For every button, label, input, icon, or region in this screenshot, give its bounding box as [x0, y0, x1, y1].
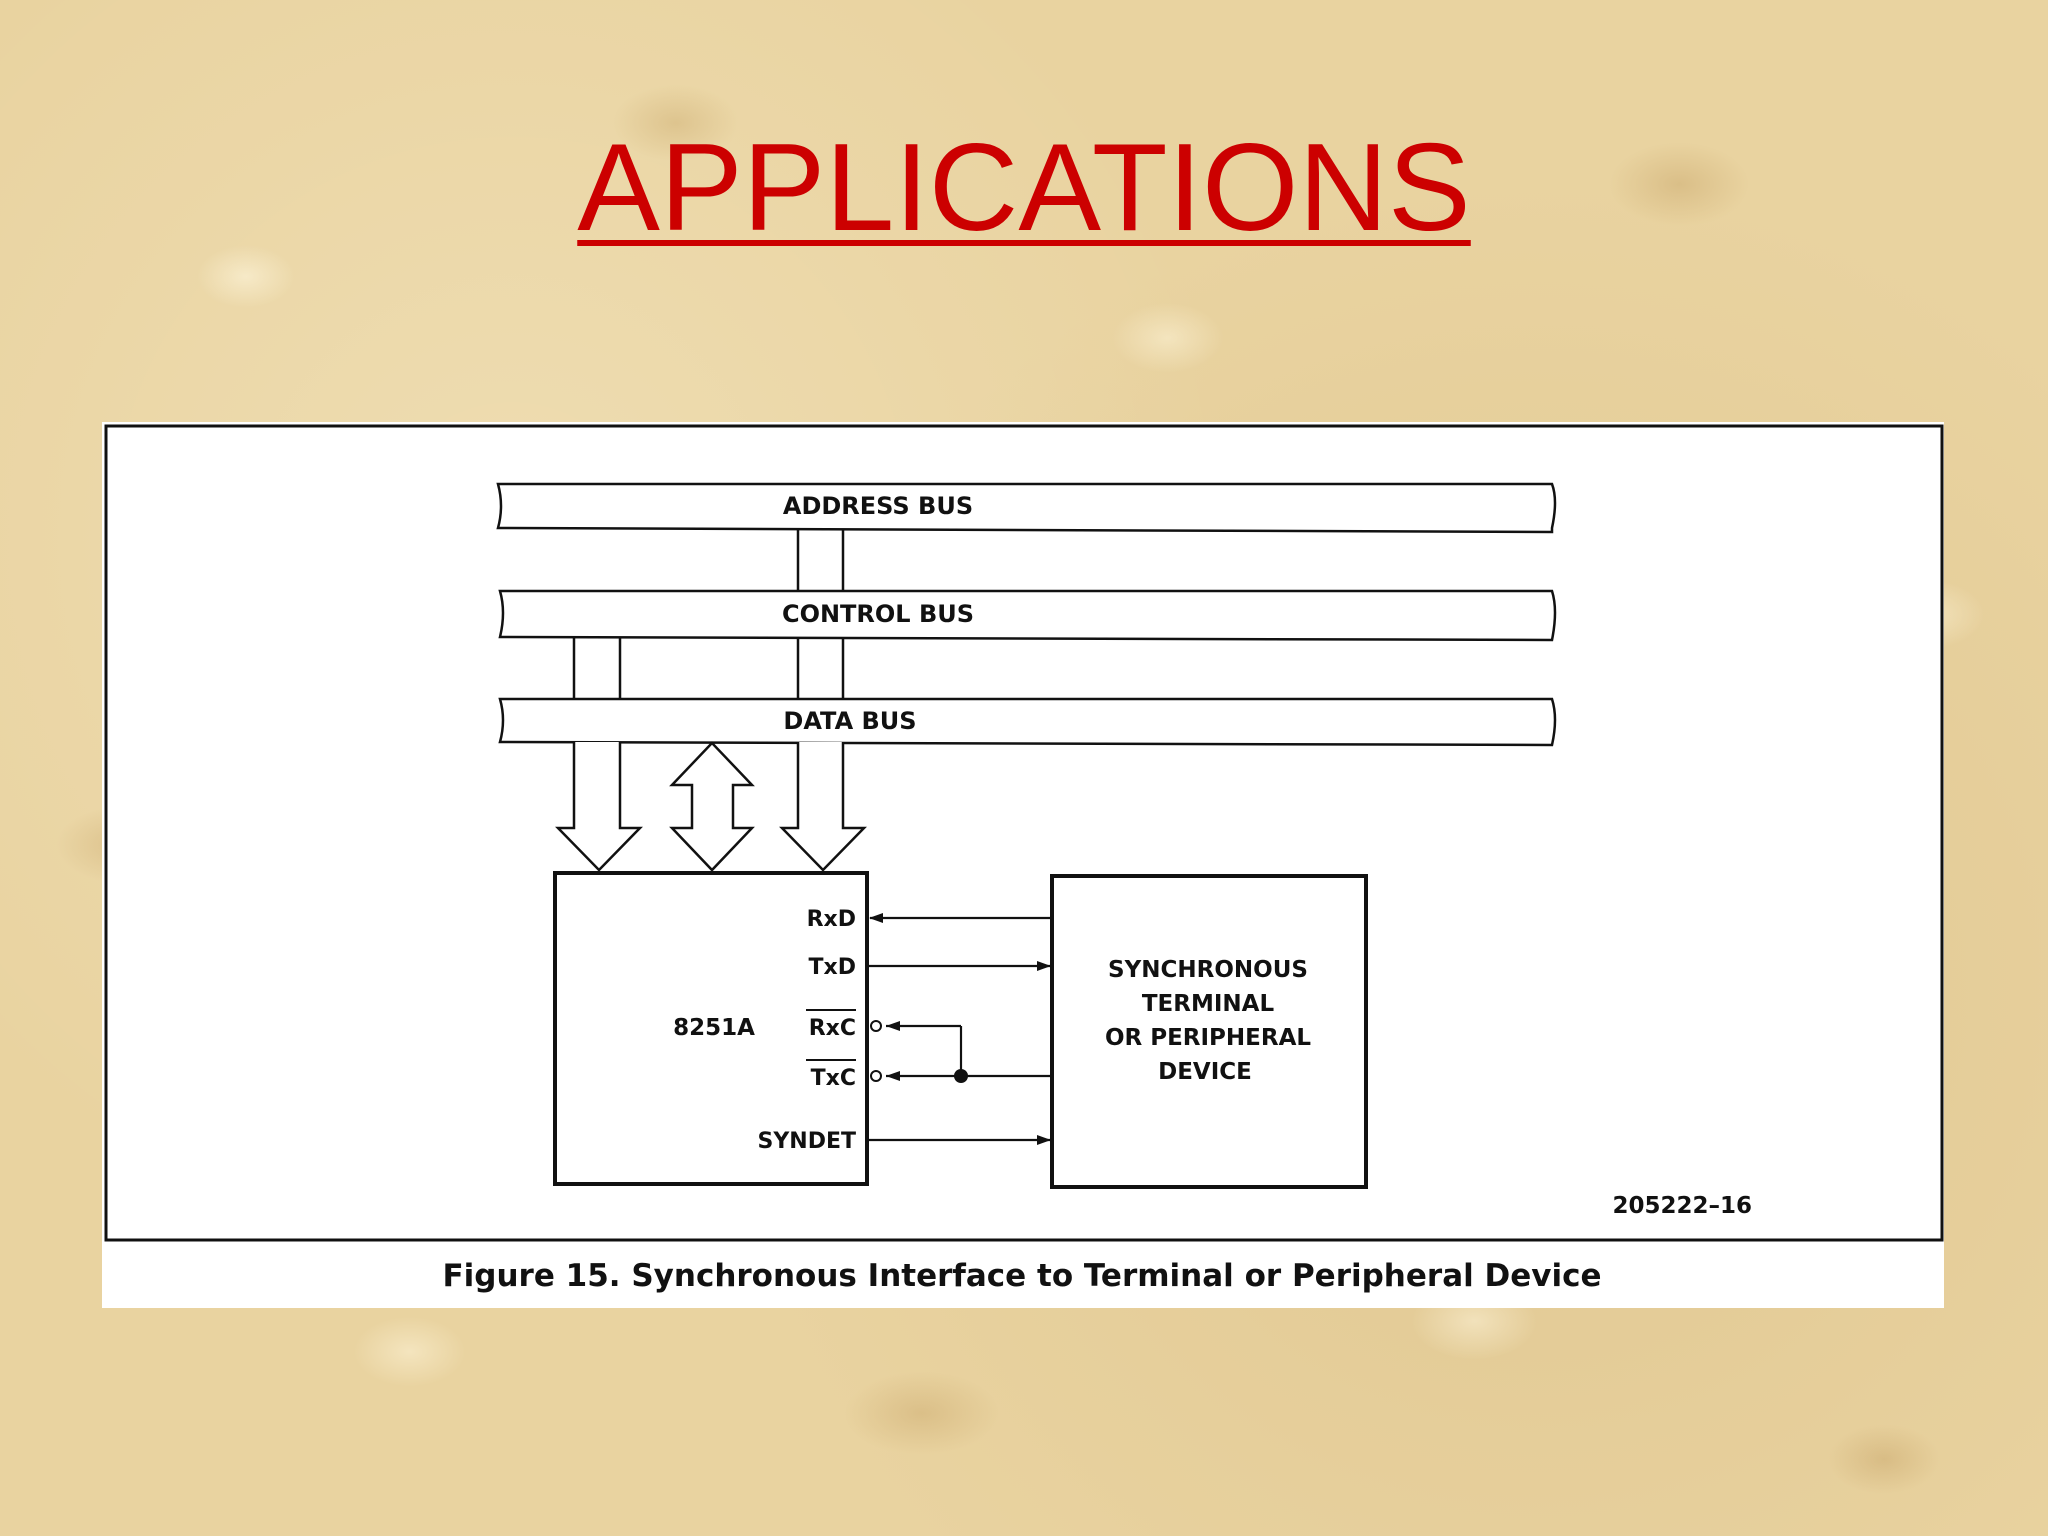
- overbars: [806, 1009, 856, 1061]
- slide-title: APPLICATIONS: [0, 120, 2048, 256]
- control-arrow: [555, 742, 643, 872]
- pin-syndet: SYNDET: [758, 1129, 856, 1154]
- inversion-bubbles: [870, 1020, 882, 1082]
- pin-txd: TxD: [809, 955, 856, 980]
- device-label-line-1: SYNCHRONOUS: [1108, 957, 1308, 983]
- slide-title-text: APPLICATIONS: [577, 119, 1471, 257]
- bus-arrows: [555, 741, 867, 872]
- data-arrow: [669, 741, 755, 872]
- address-arrow: [779, 742, 867, 872]
- device-label-line-3: OR PERIPHERAL: [1105, 1025, 1311, 1051]
- device-label-line-2: TERMINAL: [1142, 991, 1275, 1017]
- device-box: [1050, 874, 1368, 1189]
- figure-caption: Figure 15. Synchronous Interface to Term…: [442, 1258, 1601, 1294]
- address-bus-label: ADDRESS BUS: [783, 492, 973, 520]
- address-bus: [496, 482, 1557, 534]
- figure-panel: [102, 422, 1944, 1308]
- buses: [496, 482, 1557, 747]
- pin-rxd: RxD: [807, 907, 856, 932]
- bus-connectors: [572, 529, 845, 699]
- chip-8251a: [553, 871, 869, 1186]
- junction-dot: [954, 1069, 968, 1083]
- pin-rxc: RxC: [809, 1016, 856, 1041]
- data-bus-label: DATA BUS: [783, 707, 916, 735]
- figure-number: 205222–16: [1612, 1193, 1752, 1219]
- control-bus: [498, 589, 1557, 642]
- signal-arrowheads: [869, 913, 1051, 1145]
- control-bus-label: CONTROL BUS: [782, 600, 974, 628]
- device-label-line-4: DEVICE: [1158, 1059, 1252, 1085]
- figure-border: [104, 424, 1944, 1242]
- chip-name: 8251A: [673, 1015, 755, 1041]
- pin-txc: TxC: [811, 1066, 856, 1091]
- data-bus: [498, 697, 1557, 747]
